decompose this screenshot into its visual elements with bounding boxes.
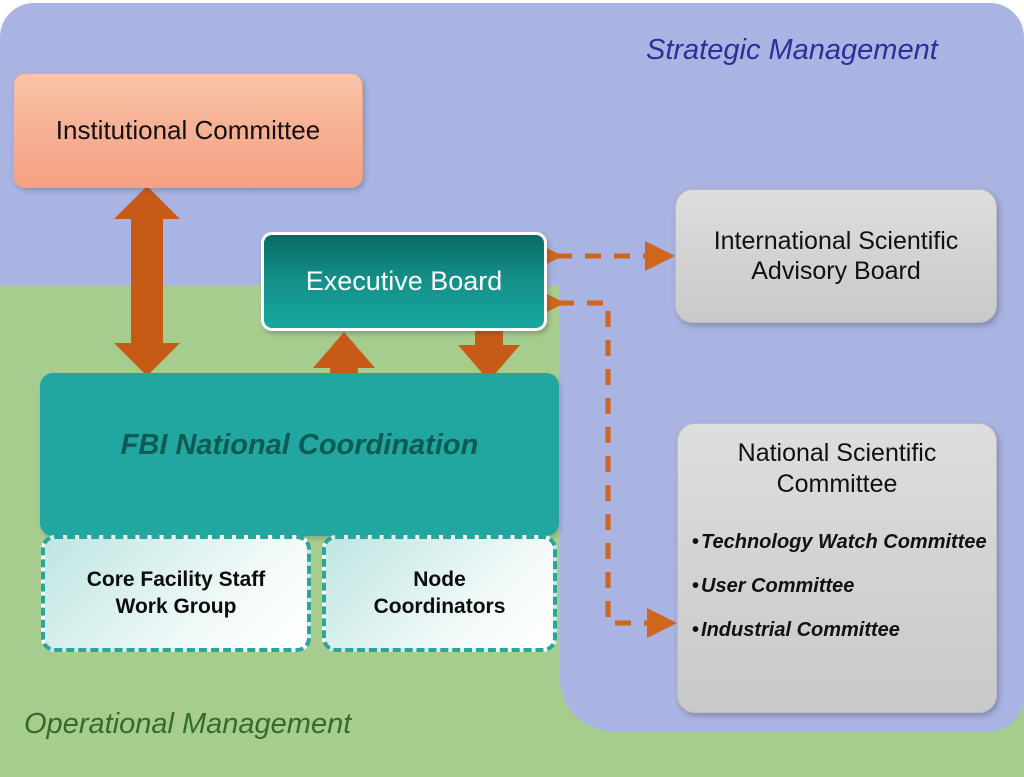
node-national-scientific-committee[interactable]: National Scientific Committee •Technolog…	[677, 423, 997, 713]
list-item[interactable]: •Industrial Committee	[692, 619, 988, 642]
node-institutional-committee[interactable]: Institutional Committee	[13, 73, 363, 188]
node-core-facility-staff-work-group-label: Core Facility Staff Work Group	[87, 567, 266, 621]
node-node-coordinators[interactable]: Node Coordinators	[322, 535, 557, 652]
zone-label-strategic-management: Strategic Management	[646, 34, 938, 66]
node-executive-board[interactable]: Executive Board	[261, 232, 547, 331]
core-facility-line-1: Core Facility Staff	[86, 567, 266, 591]
arrow-fbi-to-executive-board	[313, 332, 375, 392]
node-institutional-committee-label: Institutional Committee	[55, 115, 321, 145]
isab-line-2: Advisory Board	[751, 257, 921, 285]
node-nsc-title: National Scientific Committee	[694, 438, 980, 499]
bullet-icon: •	[692, 531, 700, 553]
list-item[interactable]: •User Committee	[692, 575, 988, 598]
nsc-title-line-1: National Scientific	[737, 439, 937, 467]
node-fbi-national-coordination-label: FBI National Coordination	[120, 429, 479, 461]
isab-line-1: International Scientific	[713, 226, 959, 255]
nsc-title-line-2: Committee	[776, 469, 898, 498]
node-node-coordinators-label: Node Coordinators	[374, 567, 506, 621]
nsc-committee-list: •Technology Watch Committee •User Commit…	[678, 531, 996, 642]
arrow-executive-board-to-fbi	[458, 330, 520, 381]
arrow-institutional-to-fbi	[114, 186, 180, 376]
nsc-item-label: User Committee	[701, 575, 855, 597]
bullet-icon: •	[692, 619, 700, 641]
node-international-scientific-advisory-board[interactable]: International Scientific Advisory Board	[675, 189, 997, 323]
node-fbi-national-coordination[interactable]: FBI National Coordination	[40, 373, 559, 536]
node-coordinators-line-2: Coordinators	[373, 594, 506, 618]
zone-label-operational-management: Operational Management	[24, 708, 352, 740]
node-coordinators-line-1: Node	[413, 567, 466, 591]
list-item[interactable]: •Technology Watch Committee	[692, 531, 988, 554]
nsc-item-label: Industrial Committee	[701, 619, 900, 641]
node-executive-board-label: Executive Board	[305, 266, 503, 296]
bullet-icon: •	[692, 575, 700, 597]
node-isab-label: International Scientific Advisory Board	[714, 226, 959, 287]
arrow-nsc-to-executive-board	[534, 288, 678, 638]
node-core-facility-staff-work-group[interactable]: Core Facility Staff Work Group	[41, 535, 311, 652]
nsc-item-label: Technology Watch Committee	[701, 531, 987, 553]
core-facility-line-2: Work Group	[115, 594, 237, 618]
